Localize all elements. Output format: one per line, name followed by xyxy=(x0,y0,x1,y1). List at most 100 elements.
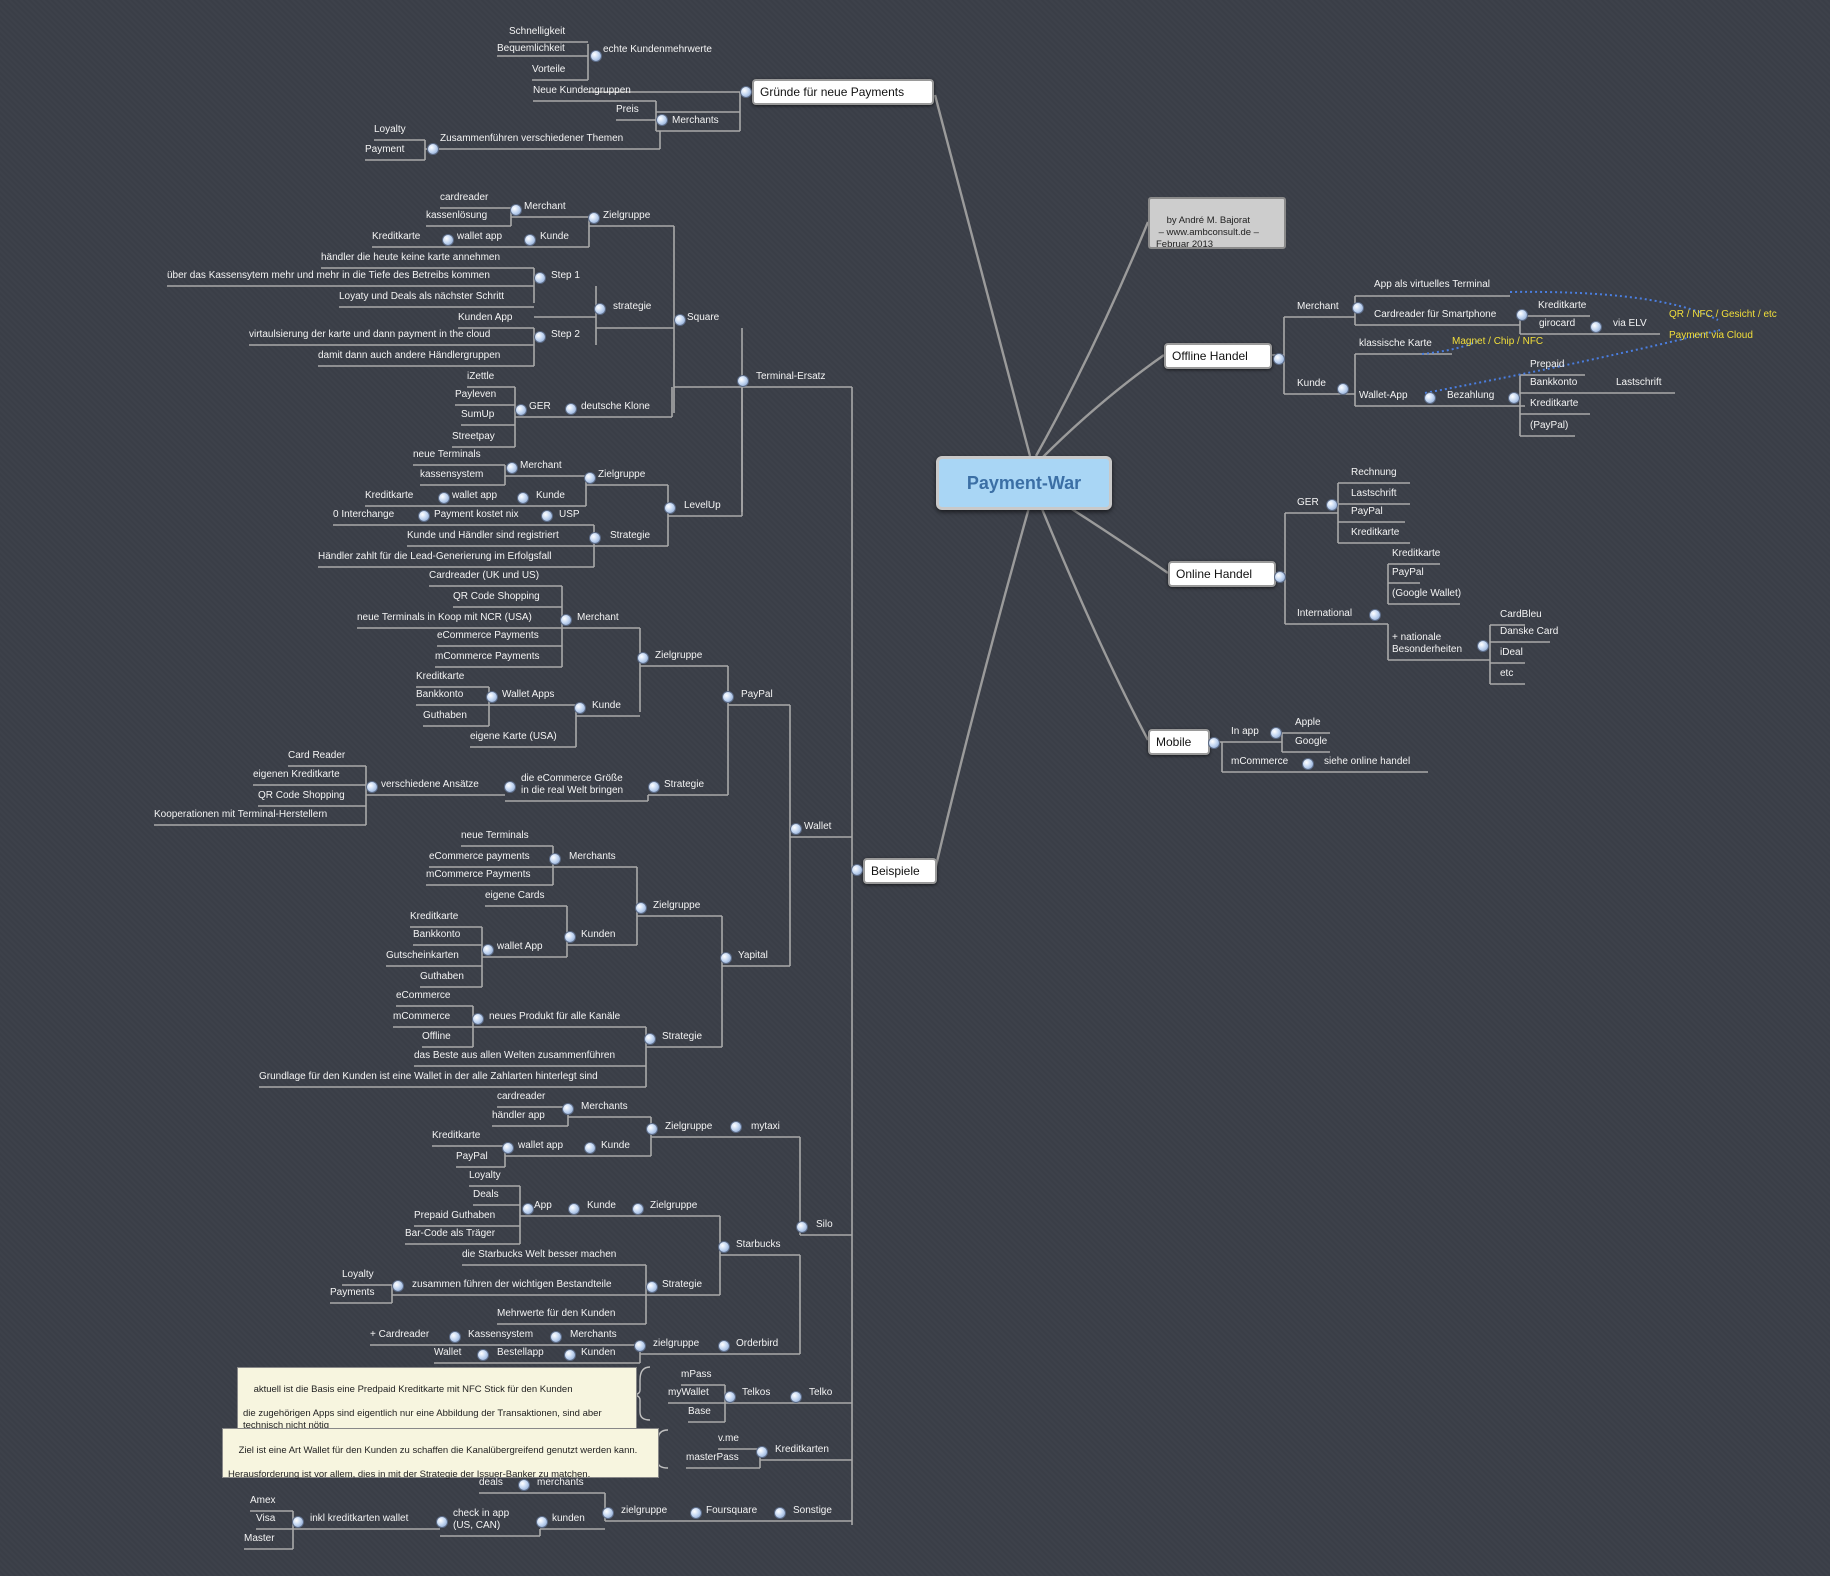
node-label[interactable]: Kunde xyxy=(587,1200,616,1211)
node-label[interactable]: QR / NFC / Gesicht / etc xyxy=(1669,309,1777,320)
node-label[interactable]: neue Terminals in Koop mit NCR (USA) xyxy=(357,612,532,623)
node-label[interactable]: Lastschrift xyxy=(1616,377,1662,388)
node-label[interactable]: Grundlage für den Kunden ist eine Wallet… xyxy=(259,1071,598,1082)
node-label[interactable]: Starbucks xyxy=(736,1239,781,1250)
node-label[interactable]: Merchant xyxy=(524,201,566,212)
node-label[interactable]: Kunden xyxy=(581,929,616,940)
node-label[interactable]: Merchants xyxy=(569,851,616,862)
topic-offline[interactable]: Offline Handel xyxy=(1164,343,1272,369)
collapse-toggle-icon[interactable] xyxy=(486,691,498,703)
node-label[interactable]: neue Terminals xyxy=(413,449,481,460)
node-label[interactable]: eCommerce xyxy=(396,990,451,1001)
node-label[interactable]: Wallet xyxy=(804,821,832,832)
collapse-toggle-icon[interactable] xyxy=(482,944,494,956)
collapse-toggle-icon[interactable] xyxy=(632,1203,644,1215)
node-label[interactable]: Amex xyxy=(250,1495,276,1506)
node-label[interactable]: eCommerce payments xyxy=(429,851,530,862)
node-label[interactable]: Step 2 xyxy=(551,329,580,340)
node-label[interactable]: Mehrwerte für den Kunden xyxy=(497,1308,616,1319)
node-label[interactable]: Kunden xyxy=(581,1347,616,1358)
collapse-toggle-icon[interactable] xyxy=(541,510,553,522)
node-label[interactable]: echte Kundenmehrwerte xyxy=(603,44,712,55)
node-label[interactable]: mCommerce xyxy=(393,1011,451,1022)
node-label[interactable]: Merchant xyxy=(1297,301,1339,312)
collapse-toggle-icon[interactable] xyxy=(584,1142,596,1154)
node-label[interactable]: Guthaben xyxy=(423,710,467,721)
collapse-toggle-icon[interactable] xyxy=(1270,727,1282,739)
collapse-toggle-icon[interactable] xyxy=(588,212,600,224)
collapse-toggle-icon[interactable] xyxy=(740,86,752,98)
collapse-toggle-icon[interactable] xyxy=(438,492,450,504)
node-label[interactable]: die Starbucks Welt besser machen xyxy=(462,1249,617,1260)
node-label[interactable]: Prepaid Guthaben xyxy=(414,1210,496,1221)
node-label[interactable]: eCommerce Payments xyxy=(437,630,539,641)
node-label[interactable]: PayPal xyxy=(741,689,773,700)
node-label[interactable]: Terminal-Ersatz xyxy=(756,371,826,382)
node-label[interactable]: App als virtuelles Terminal xyxy=(1374,279,1490,290)
node-label[interactable]: Strategie xyxy=(662,1279,703,1290)
collapse-toggle-icon[interactable] xyxy=(1424,392,1436,404)
collapse-toggle-icon[interactable] xyxy=(517,492,529,504)
collapse-toggle-icon[interactable] xyxy=(436,1516,448,1528)
topic-online[interactable]: Online Handel xyxy=(1168,561,1276,587)
node-label[interactable]: Gutscheinkarten xyxy=(386,950,459,961)
node-label[interactable]: klassische Karte xyxy=(1359,338,1432,349)
collapse-toggle-icon[interactable] xyxy=(635,902,647,914)
node-label[interactable]: Kreditkarte xyxy=(1530,398,1579,409)
collapse-toggle-icon[interactable] xyxy=(522,1203,534,1215)
collapse-toggle-icon[interactable] xyxy=(534,331,546,343)
node-label[interactable]: Kooperationen mit Terminal-Herstellern xyxy=(154,809,328,820)
node-label[interactable]: Payment kostet nix xyxy=(434,509,519,520)
topic-beispiele[interactable]: Beispiele xyxy=(863,858,937,884)
node-label[interactable]: Bezahlung xyxy=(1447,390,1495,401)
collapse-toggle-icon[interactable] xyxy=(718,1241,730,1253)
collapse-toggle-icon[interactable] xyxy=(1273,353,1285,365)
node-label[interactable]: Master xyxy=(244,1533,275,1544)
collapse-toggle-icon[interactable] xyxy=(506,462,518,474)
node-label[interactable]: zielgruppe xyxy=(653,1338,700,1349)
node-label[interactable]: via ELV xyxy=(1613,318,1647,329)
node-label[interactable]: Strategie xyxy=(662,1031,703,1042)
node-label[interactable]: mCommerce Payments xyxy=(426,869,531,880)
node-label[interactable]: girocard xyxy=(1539,318,1576,329)
node-label[interactable]: Deals xyxy=(473,1189,499,1200)
node-label[interactable]: über das Kassensytem mehr und mehr in di… xyxy=(167,270,490,281)
node-label[interactable]: Guthaben xyxy=(420,971,464,982)
node-label[interactable]: Cardreader (UK und US) xyxy=(429,570,540,581)
node-label[interactable]: Schnelligkeit xyxy=(509,26,566,37)
node-label[interactable]: merchants xyxy=(537,1477,584,1488)
node-label[interactable]: Zielgruppe xyxy=(650,1200,698,1211)
node-label[interactable]: deutsche Klone xyxy=(581,401,650,412)
collapse-toggle-icon[interactable] xyxy=(602,1507,614,1519)
node-label[interactable]: Payment xyxy=(365,144,405,155)
node-label[interactable]: Lastschrift xyxy=(1351,488,1397,499)
node-label[interactable]: wallet app xyxy=(457,231,503,242)
collapse-toggle-icon[interactable] xyxy=(590,50,602,62)
node-label[interactable]: Loyaty und Deals als nächster Schritt xyxy=(339,291,505,302)
node-label[interactable]: verschiedene Ansätze xyxy=(381,779,479,790)
collapse-toggle-icon[interactable] xyxy=(564,931,576,943)
collapse-toggle-icon[interactable] xyxy=(1302,758,1314,770)
node-label[interactable]: Preis xyxy=(616,104,639,115)
node-label[interactable]: Apple xyxy=(1295,717,1321,728)
node-label[interactable]: Telko xyxy=(809,1387,833,1398)
node-label[interactable]: Wallet Apps xyxy=(502,689,555,700)
collapse-toggle-icon[interactable] xyxy=(449,1331,461,1343)
collapse-toggle-icon[interactable] xyxy=(418,510,430,522)
collapse-toggle-icon[interactable] xyxy=(648,781,660,793)
node-label[interactable]: Square xyxy=(687,312,720,323)
node-label[interactable]: kassenlösung xyxy=(426,210,488,221)
node-label[interactable]: iDeal xyxy=(1500,647,1523,658)
collapse-toggle-icon[interactable] xyxy=(634,1340,646,1352)
node-label[interactable]: Rechnung xyxy=(1351,467,1397,478)
collapse-toggle-icon[interactable] xyxy=(589,532,601,544)
node-label[interactable]: wallet app xyxy=(452,490,498,501)
collapse-toggle-icon[interactable] xyxy=(722,691,734,703)
node-label[interactable]: CardBleu xyxy=(1500,609,1542,620)
node-label[interactable]: Danske Card xyxy=(1500,626,1559,637)
collapse-toggle-icon[interactable] xyxy=(550,1331,562,1343)
node-label[interactable]: check in app (US, CAN) xyxy=(453,1508,510,1531)
collapse-toggle-icon[interactable] xyxy=(502,1142,514,1154)
node-label[interactable]: Strategie xyxy=(664,779,705,790)
node-label[interactable]: Wallet xyxy=(434,1347,462,1358)
